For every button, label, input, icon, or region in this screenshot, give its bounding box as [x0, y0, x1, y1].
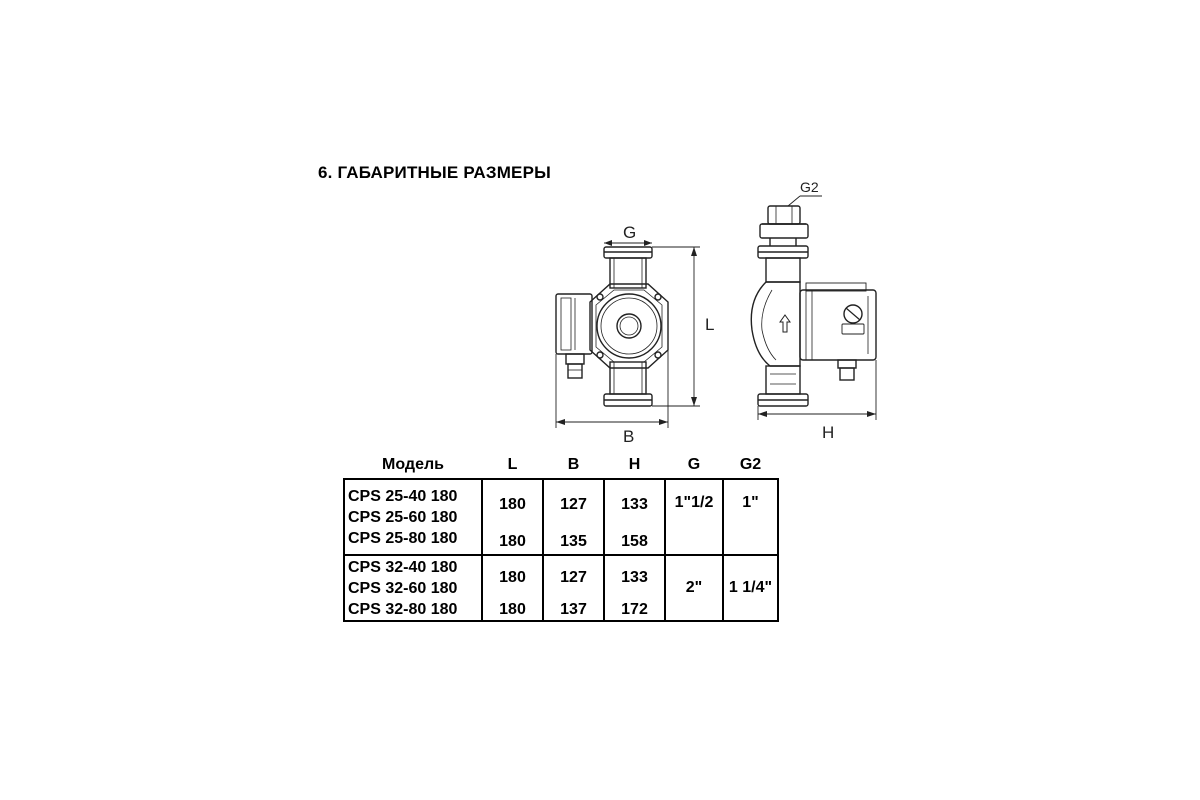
- model-name: CPS 32-40 180: [348, 558, 458, 576]
- cell-l: 180: [481, 478, 544, 529]
- cell-h: 158: [603, 529, 666, 556]
- table-row: 180 137 172: [344, 599, 778, 622]
- front-view: [555, 240, 700, 428]
- cell-l: 180: [481, 554, 544, 599]
- model-cell-2: CPS 32-40 180 CPS 32-60 180 CPS 32-80 18…: [343, 554, 483, 622]
- dim-label-g: G: [623, 223, 636, 242]
- cell-h: 133: [603, 478, 666, 529]
- cell-b: 137: [542, 599, 605, 622]
- cell-b: 127: [542, 554, 605, 599]
- cell-g2: 1": [722, 478, 779, 556]
- cell-h: 172: [603, 599, 666, 622]
- table-row: 180 135 158: [344, 529, 778, 556]
- cell-g2: 1 1/4": [722, 554, 779, 622]
- cell-g: 1"1/2: [664, 478, 724, 556]
- dimensions-table: Модель L B H G G2 CPS 25-40 180 CPS 25-6…: [343, 452, 779, 622]
- table-row: CPS 32-40 180 CPS 32-60 180 CPS 32-80 18…: [343, 554, 779, 622]
- header-g: G: [687, 456, 701, 473]
- header-b: B: [567, 456, 580, 473]
- table-row: CPS 25-40 180 CPS 25-60 180 CPS 25-80 18…: [343, 478, 779, 556]
- header-l: L: [507, 456, 518, 473]
- section-title: 6. ГАБАРИТНЫЕ РАЗМЕРЫ: [318, 163, 551, 182]
- dim-label-b: B: [623, 427, 634, 446]
- model-name: CPS 32-80 180: [348, 600, 458, 618]
- model-name: CPS 32-60 180: [348, 579, 458, 597]
- dim-label-h: H: [822, 423, 834, 442]
- model-name: CPS 25-40 180: [348, 487, 458, 505]
- cell-h: 133: [603, 554, 666, 599]
- table-header-row: Модель L B H G G2: [344, 452, 778, 479]
- cell-l: 180: [481, 599, 544, 622]
- cell-l: 180: [481, 529, 544, 556]
- model-cell-1: CPS 25-40 180 CPS 25-60 180 CPS 25-80 18…: [343, 478, 483, 555]
- side-view: [750, 195, 877, 420]
- dim-label-l: L: [705, 315, 714, 334]
- cell-b: 127: [542, 478, 605, 529]
- model-name: CPS 25-80 180: [348, 529, 458, 547]
- model-name: CPS 25-60 180: [348, 508, 458, 526]
- header-model: Модель: [382, 456, 444, 473]
- header-h: H: [628, 456, 641, 473]
- header-g2: G2: [739, 456, 762, 473]
- cell-g: 2": [664, 554, 724, 622]
- dim-label-g2: G2: [800, 179, 819, 195]
- cell-b: 135: [542, 529, 605, 556]
